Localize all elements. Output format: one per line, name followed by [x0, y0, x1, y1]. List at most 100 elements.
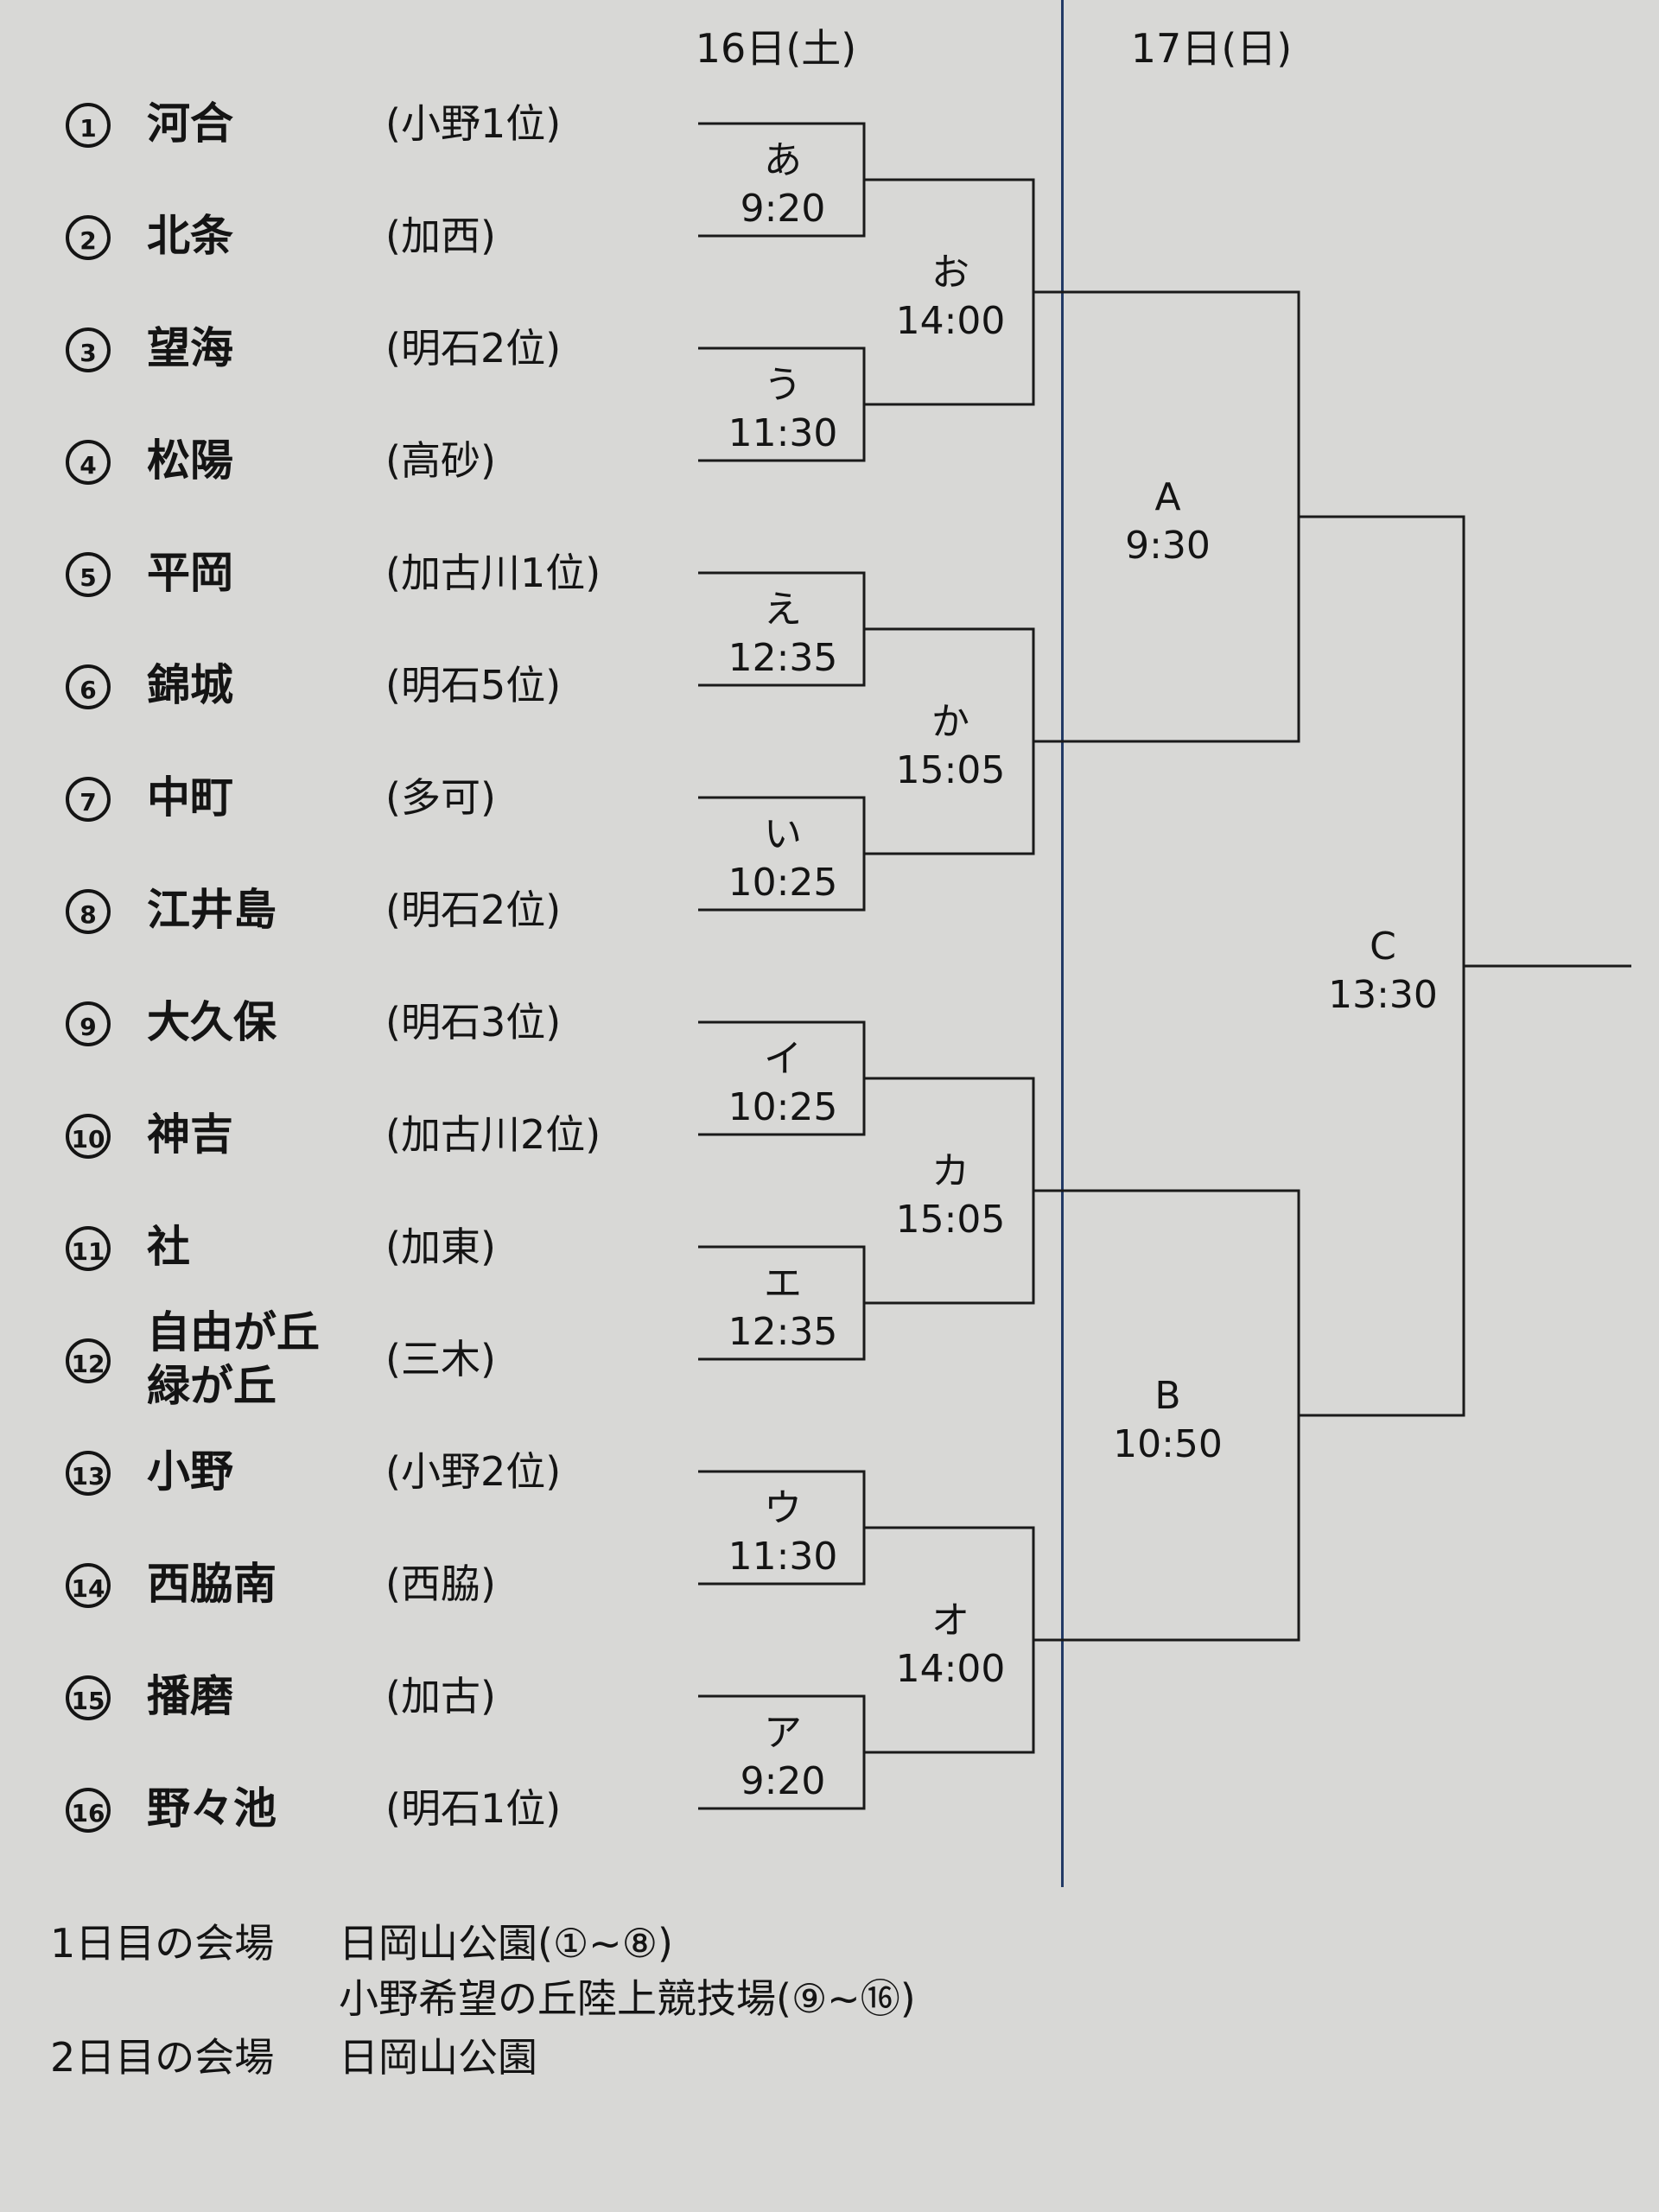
team-name-line: 河合 — [147, 99, 233, 149]
team-name-line: 江井島 — [147, 885, 276, 935]
team-name: 自由が丘緑が丘 — [147, 1307, 320, 1411]
team-row: 12 自由が丘緑が丘 (三木) — [66, 1307, 705, 1411]
team-district: (加古川2位) — [385, 1111, 601, 1158]
team-name: 平岡 — [147, 530, 233, 616]
match-time: 10:25 — [728, 861, 838, 905]
team-name-line: 平岡 — [147, 548, 233, 598]
team-name: 江井島 — [147, 867, 276, 953]
venue-day2-name: 日岡山公園 — [339, 2034, 537, 2081]
team-name: 小野 — [147, 1428, 233, 1515]
team-district: (三木) — [385, 1336, 496, 1382]
match-code: カ — [931, 1149, 969, 1193]
team-name: 錦城 — [147, 642, 233, 728]
match-code: オ — [931, 1599, 969, 1643]
team-name: 松陽 — [147, 417, 233, 504]
team-number-badge: 10 — [66, 1114, 111, 1159]
team-number-badge: 15 — [66, 1675, 111, 1720]
team-number-badge: 16 — [66, 1788, 111, 1833]
team-district: (小野1位) — [385, 100, 562, 147]
match-code: ア — [764, 1711, 802, 1755]
team-name-line: 松陽 — [147, 435, 233, 486]
match-time: 15:05 — [895, 1198, 1006, 1242]
match-code: う — [764, 363, 802, 407]
venue-day1-name-1: 日岡山公園(①~⑧) — [339, 1920, 673, 1967]
team-name-line: 錦城 — [147, 660, 233, 710]
team-number-badge: 2 — [66, 215, 111, 260]
venue-day2: 2日目の会場 日岡山公園 — [50, 2031, 537, 2084]
venue-day2-label: 2日目の会場 — [50, 2034, 275, 2081]
venue-day1-name-2: 小野希望の丘陸上競技場(⑨~⑯) — [339, 1975, 916, 2022]
match-time: 10:25 — [728, 1085, 838, 1129]
match-code: ウ — [764, 1486, 802, 1530]
round2-match: カ 15:05 — [864, 1147, 1037, 1244]
match-code: B — [1154, 1374, 1181, 1418]
match-code: お — [931, 251, 969, 295]
team-district: (明石1位) — [385, 1785, 562, 1832]
team-number-badge: 12 — [66, 1338, 111, 1383]
team-row: 4 松陽 (高砂) — [66, 417, 705, 504]
team-row: 15 播磨 (加古) — [66, 1653, 705, 1739]
team-number-badge: 7 — [66, 777, 111, 822]
team-district: (加古) — [385, 1673, 496, 1719]
team-number-badge: 5 — [66, 552, 111, 597]
team-name: 大久保 — [147, 979, 276, 1065]
team-number-badge: 14 — [66, 1563, 111, 1608]
team-name: 播磨 — [147, 1653, 233, 1739]
match-code: エ — [764, 1262, 802, 1306]
team-name-line: 播磨 — [147, 1671, 233, 1721]
match-time: 14:00 — [895, 299, 1006, 343]
team-name: 望海 — [147, 305, 233, 391]
team-district: (小野2位) — [385, 1448, 562, 1495]
team-name: 河合 — [147, 80, 233, 167]
match-time: 9:20 — [740, 1759, 826, 1803]
team-district: (明石5位) — [385, 662, 562, 709]
team-row: 1 河合 (小野1位) — [66, 80, 705, 167]
team-number-badge: 8 — [66, 889, 111, 934]
team-number-badge: 1 — [66, 103, 111, 148]
team-name-line: 緑が丘 — [147, 1361, 276, 1411]
team-name-line: 中町 — [147, 772, 233, 823]
team-number-badge: 4 — [66, 440, 111, 485]
team-district: (明石2位) — [385, 325, 562, 372]
match-code: い — [764, 812, 802, 856]
match-time: 11:30 — [728, 411, 838, 455]
team-name: 西脇南 — [147, 1541, 276, 1627]
match-code: C — [1370, 925, 1396, 969]
team-row: 2 北条 (加西) — [66, 193, 705, 279]
team-name-line: 神吉 — [147, 1109, 233, 1160]
match-time: 11:30 — [728, 1535, 838, 1579]
match-time: 9:30 — [1125, 524, 1211, 568]
day2-header: 17日(日) — [1130, 25, 1293, 72]
team-name: 神吉 — [147, 1091, 233, 1178]
match-code: え — [764, 588, 802, 632]
team-name-line: 大久保 — [147, 997, 276, 1047]
team-district: (加西) — [385, 213, 496, 259]
team-name-line: 北条 — [147, 211, 233, 261]
match-code: か — [931, 700, 969, 744]
match-code: あ — [764, 138, 802, 182]
team-name-line: 社 — [147, 1222, 190, 1272]
day1-header: 16日(土) — [695, 25, 857, 72]
match-time: 13:30 — [1328, 973, 1438, 1017]
team-district: (加東) — [385, 1224, 496, 1270]
team-district: (高砂) — [385, 437, 496, 484]
team-number-badge: 11 — [66, 1226, 111, 1271]
match-code: A — [1154, 475, 1181, 519]
team-name: 中町 — [147, 754, 233, 841]
team-row: 11 社 (加東) — [66, 1204, 705, 1290]
team-name: 北条 — [147, 193, 233, 279]
match-time: 15:05 — [895, 748, 1006, 792]
venue-day1-label: 1日目の会場 — [50, 1920, 275, 1967]
